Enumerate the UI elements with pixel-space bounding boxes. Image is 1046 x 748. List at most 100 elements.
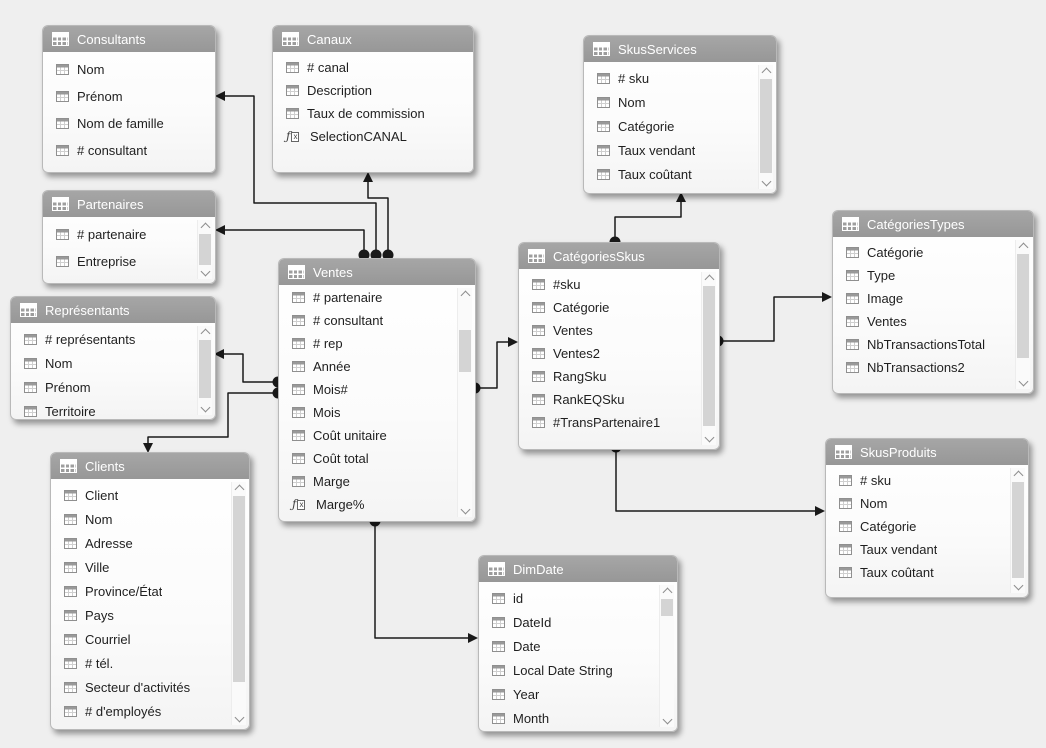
field-row[interactable]: Taux vendant — [597, 138, 756, 162]
scroll-down-icon[interactable] — [1018, 376, 1028, 387]
scroll-down-icon[interactable] — [200, 402, 210, 413]
field-row[interactable]: Date — [492, 634, 657, 658]
scrollbar[interactable] — [197, 326, 212, 415]
field-row[interactable]: Month — [492, 706, 657, 730]
table-header-skusservices[interactable]: SkusServices — [584, 36, 776, 62]
field-row[interactable]: Ville — [64, 555, 229, 579]
scrollbar-thumb[interactable] — [233, 496, 245, 682]
scroll-up-icon[interactable] — [200, 222, 210, 233]
scrollbar-thumb[interactable] — [1012, 482, 1024, 578]
scroll-down-icon[interactable] — [234, 712, 244, 723]
scroll-down-icon[interactable] — [200, 266, 210, 277]
relationship-ventes-partenaires[interactable] — [215, 225, 370, 261]
field-row[interactable]: #TransPartenaire1 — [532, 411, 699, 434]
field-row[interactable]: RankEQSku — [532, 388, 699, 411]
scrollbar-thumb[interactable] — [1017, 254, 1029, 358]
field-row[interactable]: Taux coûtant — [839, 561, 1008, 584]
scrollbar-thumb[interactable] — [199, 234, 211, 265]
field-row[interactable]: Ventes2 — [532, 342, 699, 365]
field-row[interactable]: SelectionCANAL — [286, 125, 465, 148]
field-row[interactable]: RangSku — [532, 365, 699, 388]
field-row[interactable]: Ventes — [846, 310, 1013, 333]
field-row[interactable]: Coût total — [292, 447, 455, 470]
field-row[interactable]: DateId — [492, 610, 657, 634]
table-header-ventes[interactable]: Ventes — [279, 259, 475, 285]
scroll-down-icon[interactable] — [704, 432, 714, 443]
field-row[interactable]: Nom — [64, 507, 229, 531]
scrollbar[interactable] — [701, 272, 716, 445]
scrollbar-thumb[interactable] — [199, 340, 211, 398]
scroll-up-icon[interactable] — [200, 328, 210, 339]
field-row[interactable]: Adresse — [64, 531, 229, 555]
scroll-up-icon[interactable] — [1013, 470, 1023, 481]
scrollbar[interactable] — [1010, 468, 1025, 593]
table-header-categoriestypes[interactable]: CatégoriesTypes — [833, 211, 1033, 237]
scroll-down-icon[interactable] — [1013, 580, 1023, 591]
scroll-up-icon[interactable] — [704, 274, 714, 285]
scroll-up-icon[interactable] — [1018, 242, 1028, 253]
table-header-partenaires[interactable]: Partenaires — [43, 191, 215, 217]
field-row[interactable]: Taux vendant — [839, 538, 1008, 561]
scrollbar[interactable] — [231, 482, 246, 725]
field-row[interactable]: # partenaire — [56, 221, 195, 248]
field-row[interactable]: # consultant — [292, 309, 455, 332]
field-row[interactable]: # représentants — [24, 327, 195, 351]
field-row[interactable]: Client — [64, 483, 229, 507]
field-row[interactable]: Catégorie — [839, 515, 1008, 538]
scroll-up-icon[interactable] — [662, 587, 672, 598]
field-row[interactable]: # consultant — [56, 137, 207, 164]
field-row[interactable]: # partenaire — [292, 286, 455, 309]
scrollbar[interactable] — [197, 220, 212, 279]
field-row[interactable]: Taux de commission — [286, 102, 465, 125]
field-row[interactable]: Mois# — [292, 378, 455, 401]
field-row[interactable]: # sku — [839, 469, 1008, 492]
field-row[interactable]: Prénom — [24, 375, 195, 399]
field-row[interactable]: Coût unitaire — [292, 424, 455, 447]
field-row[interactable]: Marge — [292, 470, 455, 493]
field-row[interactable]: Prénom — [56, 83, 207, 110]
field-row[interactable]: #sku — [532, 273, 699, 296]
scrollbar-thumb[interactable] — [661, 599, 673, 616]
field-row[interactable]: Image — [846, 287, 1013, 310]
field-row[interactable]: Nom — [839, 492, 1008, 515]
relationship-ventes-dimdate[interactable] — [369, 515, 479, 644]
field-row[interactable]: Nom — [56, 56, 207, 83]
table-header-clients[interactable]: Clients — [51, 453, 249, 479]
relationship-categoriesskus-skusproduits[interactable] — [610, 441, 826, 517]
field-row[interactable]: Year — [492, 682, 657, 706]
field-row[interactable]: # d'employés — [64, 699, 229, 723]
table-header-skusproduits[interactable]: SkusProduits — [826, 439, 1028, 465]
field-row[interactable]: Catégorie — [846, 241, 1013, 264]
scrollbar[interactable] — [659, 585, 674, 727]
relationship-categoriesskus-categoriestypes[interactable] — [712, 292, 833, 347]
scrollbar[interactable] — [457, 288, 472, 517]
scroll-down-icon[interactable] — [460, 504, 470, 515]
field-row[interactable]: NbTransactions2 — [846, 356, 1013, 379]
field-row[interactable]: Local Date String — [492, 658, 657, 682]
scrollbar[interactable] — [1015, 240, 1030, 389]
field-row[interactable]: Année — [292, 355, 455, 378]
scrollbar-thumb[interactable] — [459, 330, 471, 372]
field-row[interactable]: Type — [846, 264, 1013, 287]
field-row[interactable]: Nom de famille — [56, 110, 207, 137]
table-header-canaux[interactable]: Canaux — [273, 26, 473, 52]
field-row[interactable]: NbTransactionsTotal — [846, 333, 1013, 356]
field-row[interactable]: Territoire — [24, 399, 195, 423]
field-row[interactable]: id — [492, 586, 657, 610]
scrollbar-thumb[interactable] — [760, 79, 772, 173]
table-header-consultants[interactable]: Consultants — [43, 26, 215, 52]
field-row[interactable]: # rep — [292, 332, 455, 355]
field-row[interactable]: Ventes — [532, 319, 699, 342]
relationship-ventes-canaux[interactable] — [363, 172, 394, 261]
table-header-dimdate[interactable]: DimDate — [479, 556, 677, 582]
scrollbar[interactable] — [758, 65, 773, 189]
field-row[interactable]: Nom — [597, 90, 756, 114]
scroll-down-icon[interactable] — [662, 714, 672, 725]
field-row[interactable]: Catégorie — [597, 114, 756, 138]
field-row[interactable]: Province/État — [64, 579, 229, 603]
field-row[interactable]: Catégorie — [532, 296, 699, 319]
scrollbar-thumb[interactable] — [703, 286, 715, 426]
field-row[interactable]: Entreprise — [56, 248, 195, 275]
relationship-ventes-categoriesskus[interactable] — [469, 337, 519, 394]
field-row[interactable]: Mois — [292, 401, 455, 424]
